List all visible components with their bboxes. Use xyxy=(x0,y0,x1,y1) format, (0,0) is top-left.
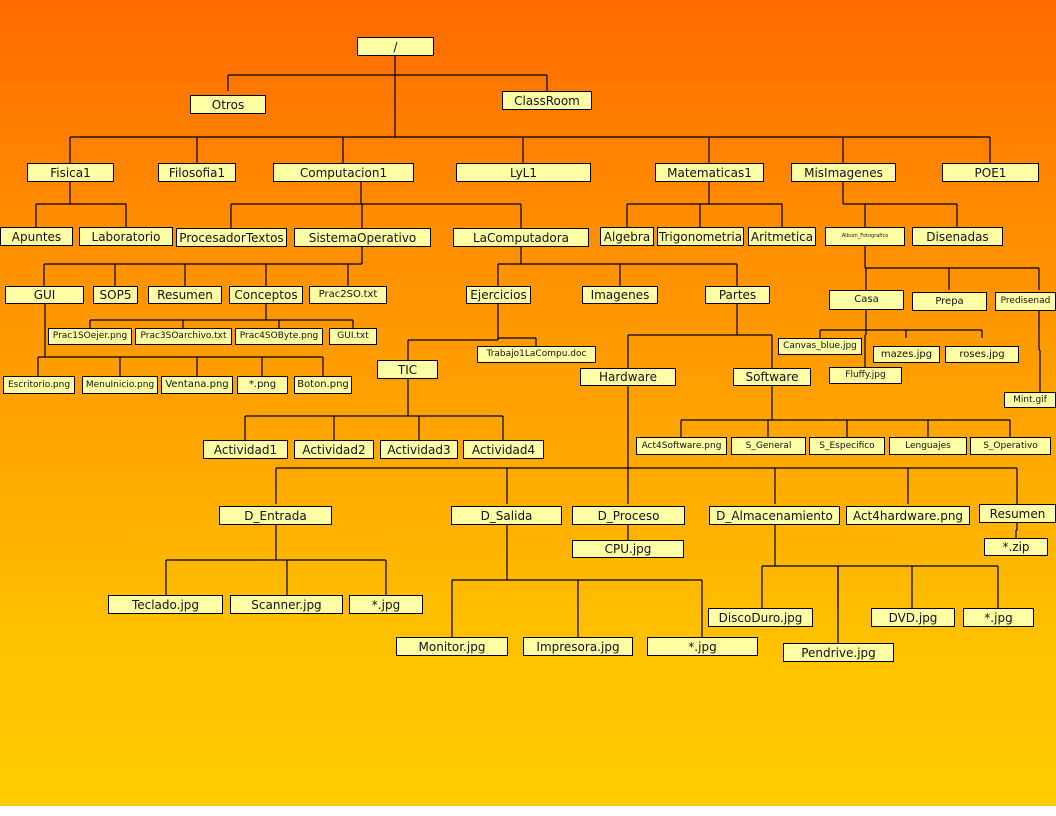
node-canvas-blue-jpg: Canvas_blue.jpg xyxy=(778,338,862,355)
node-discoduro-jpg: DiscoDuro.jpg xyxy=(708,608,813,627)
node-hardware: Hardware xyxy=(580,368,676,386)
node-computacion1: Computacion1 xyxy=(273,163,414,182)
node-predisenadas: Predisenad xyxy=(995,292,1056,311)
node-software: Software xyxy=(733,368,811,386)
node-partes: Partes xyxy=(705,286,770,304)
node-mazes-jpg: mazes.jpg xyxy=(873,346,940,363)
node-d-entrada: D_Entrada xyxy=(219,506,332,525)
node-procesadortextos: ProcesadorTextos xyxy=(176,228,287,247)
node-actividad2: Actividad2 xyxy=(294,440,374,459)
node-root: / xyxy=(357,37,434,56)
node-filosofia1: Filosofia1 xyxy=(158,163,236,182)
node-teclado-jpg: Teclado.jpg xyxy=(108,595,223,614)
node-star-png: *.png xyxy=(237,376,288,394)
node-apuntes: Apuntes xyxy=(0,227,73,246)
node-d-almacenamiento: D_Almacenamiento xyxy=(709,506,840,525)
node-act4software-png: Act4Software.png xyxy=(636,437,727,455)
node-star-jpg-entrada: *.jpg xyxy=(349,595,423,614)
node-d-salida: D_Salida xyxy=(451,506,562,525)
node-casa: Casa xyxy=(829,290,904,310)
node-classroom: ClassRoom xyxy=(502,91,592,110)
node-actividad1: Actividad1 xyxy=(203,440,288,459)
node-laboratorio: Laboratorio xyxy=(79,227,173,246)
node-album-fotografico: Album_Fotografico xyxy=(825,227,905,246)
node-star-jpg-almacenamiento: *.jpg xyxy=(963,608,1034,627)
node-prac3soarchivo-txt: Prac3SOarchivo.txt xyxy=(135,328,232,345)
node-menuinicio-png: MenuInicio.png xyxy=(82,376,158,394)
node-prepa: Prepa xyxy=(912,292,987,311)
node-s-especifico: S_Especifico xyxy=(809,437,885,455)
node-pendrive-jpg: Pendrive.jpg xyxy=(783,643,894,662)
node-matematicas1: Matematicas1 xyxy=(655,163,764,182)
node-star-jpg-salida: *.jpg xyxy=(647,637,758,656)
node-sistemaoperativo: SistemaOperativo xyxy=(294,228,431,247)
node-disenadas: Disenadas xyxy=(912,227,1003,246)
node-fisica1: Fisica1 xyxy=(27,163,114,182)
node-prac2so-txt: Prac2SO.txt xyxy=(309,286,387,304)
node-star-zip: *.zip xyxy=(984,538,1048,556)
node-s-operativo: S_Operativo xyxy=(970,437,1051,455)
node-lenguajes: Lenguajes xyxy=(889,437,967,455)
node-trabajo1lacompu-doc: Trabajo1LaCompu.doc xyxy=(477,346,596,363)
node-sop5: SOP5 xyxy=(93,286,138,304)
node-roses-jpg: roses.jpg xyxy=(945,346,1019,363)
node-mint-gif: Mint.gif xyxy=(1004,392,1056,408)
node-monitor-jpg: Monitor.jpg xyxy=(396,637,508,656)
node-algebra: Algebra xyxy=(600,227,654,246)
node-lyl1: LyL1 xyxy=(456,163,591,182)
node-cpu-jpg: CPU.jpg xyxy=(572,540,684,558)
node-fluffy-jpg: Fluffy.jpg xyxy=(829,367,902,384)
node-prac4sobyte-png: Prac4SOByte.png xyxy=(235,328,323,345)
node-s-general: S_General xyxy=(731,437,806,455)
node-imagenes: Imagenes xyxy=(582,286,658,304)
node-misimagenes: MisImagenes xyxy=(791,163,896,182)
node-act4hardware-png: Act4hardware.png xyxy=(846,506,970,525)
node-actividad4: Actividad4 xyxy=(463,440,544,459)
node-poe1: POE1 xyxy=(942,163,1039,182)
node-d-proceso: D_Proceso xyxy=(572,506,685,525)
node-impresora-jpg: Impresora.jpg xyxy=(523,637,633,656)
node-ventana-png: Ventana.png xyxy=(161,376,233,394)
node-prac1soejer-png: Prac1SOejer.png xyxy=(48,328,132,345)
node-ejercicios: Ejercicios xyxy=(466,286,531,304)
node-resumen-hardware: Resumen xyxy=(979,504,1056,523)
node-scanner-jpg: Scanner.jpg xyxy=(230,595,343,614)
node-trigonometria: Trigonometria xyxy=(657,227,744,246)
node-gui-txt: GUI.txt xyxy=(329,328,377,345)
node-tic: TIC xyxy=(377,360,438,379)
node-boton-png: Boton.png xyxy=(294,376,352,394)
node-gui: GUI xyxy=(5,286,84,304)
node-otros: Otros xyxy=(190,95,266,114)
node-escritorio-png: Escritorio.png xyxy=(3,376,75,394)
node-aritmetica: Aritmetica xyxy=(748,227,816,246)
node-actividad3: Actividad3 xyxy=(380,440,458,459)
node-conceptos: Conceptos xyxy=(229,286,303,304)
node-resumen: Resumen xyxy=(148,286,222,304)
node-lacomputadora: LaComputadora xyxy=(453,228,589,247)
node-dvd-jpg: DVD.jpg xyxy=(871,608,955,627)
